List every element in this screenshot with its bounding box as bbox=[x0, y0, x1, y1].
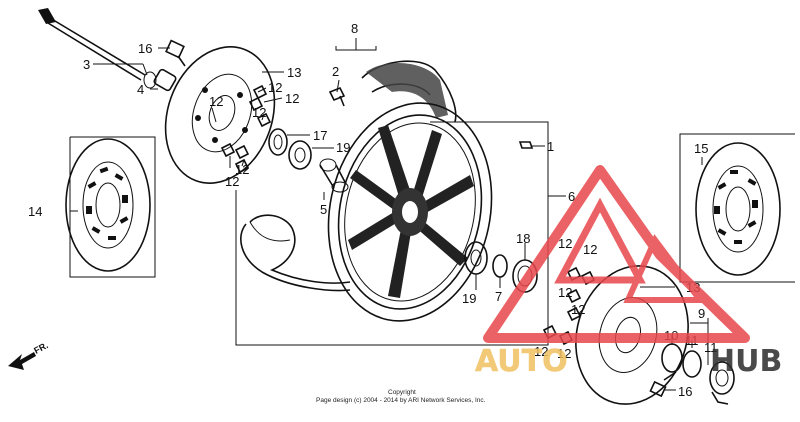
tire bbox=[240, 60, 457, 292]
upper-disc-bolts bbox=[220, 84, 272, 174]
callout-15: 15 bbox=[694, 141, 708, 156]
callout-13-top: 13 bbox=[287, 65, 301, 80]
callout-12-k: 12 bbox=[534, 344, 548, 359]
callout-2: 2 bbox=[332, 64, 339, 79]
callout-18: 18 bbox=[516, 231, 530, 246]
callout-11-b: 11 bbox=[704, 340, 718, 355]
callout-12-e: 12 bbox=[225, 174, 239, 189]
watermark-text-left: AUTO bbox=[475, 344, 568, 379]
callout-9: 9 bbox=[698, 306, 705, 321]
axle-nut bbox=[153, 68, 177, 92]
copyright-line-2: Page design (c) 2004 - 2014 by ARI Netwo… bbox=[316, 397, 486, 404]
callout-12-l: 12 bbox=[557, 346, 571, 361]
callout-12-b: 12 bbox=[268, 80, 282, 95]
callout-14: 14 bbox=[28, 204, 42, 219]
bolt-16-top bbox=[165, 39, 186, 67]
callout-3: 3 bbox=[83, 57, 90, 72]
callout-17: 17 bbox=[313, 128, 327, 143]
callout-12-h: 12 bbox=[583, 242, 597, 257]
front-axle bbox=[38, 8, 157, 89]
callout-7: 7 bbox=[495, 289, 502, 304]
copyright-notice: Copyright Page design (c) 2004 - 2014 by… bbox=[316, 389, 486, 404]
callout-6: 6 bbox=[568, 189, 575, 204]
callout-12-g: 12 bbox=[558, 236, 572, 251]
callout-12-f: 12 bbox=[235, 162, 249, 177]
callout-12-i: 12 bbox=[558, 285, 572, 300]
left-brake-disc-box bbox=[65, 136, 156, 278]
bolt-16-lower bbox=[649, 371, 677, 398]
fr-label: FR. bbox=[32, 340, 49, 356]
dust-seal-7 bbox=[492, 254, 508, 278]
watermark-text-right: HUB bbox=[710, 344, 782, 379]
callout-4: 4 bbox=[137, 82, 144, 97]
distance-collar bbox=[319, 158, 349, 193]
right-brake-disc-box bbox=[679, 133, 795, 283]
speedometer-gearbox bbox=[661, 343, 735, 405]
callout-12-a: 12 bbox=[209, 94, 223, 109]
callout-12-d: 12 bbox=[252, 105, 266, 120]
callout-16-top: 16 bbox=[138, 41, 152, 56]
autohub-watermark: AUTO HUB bbox=[475, 165, 782, 379]
callout-1: 1 bbox=[547, 139, 554, 154]
upper-brake-disc bbox=[164, 46, 276, 184]
callout-19-bottom: 19 bbox=[462, 291, 476, 306]
callout-12-c: 12 bbox=[285, 91, 299, 106]
front-direction-marker: FR. bbox=[8, 340, 50, 370]
bearing-17 bbox=[268, 128, 288, 156]
valve bbox=[328, 86, 346, 107]
cast-wheel bbox=[327, 102, 493, 322]
callout-8: 8 bbox=[351, 21, 358, 36]
callout-5: 5 bbox=[320, 202, 327, 217]
callout-12-j: 12 bbox=[571, 302, 585, 317]
callout-19-top: 19 bbox=[336, 140, 350, 155]
copyright-line-1: Copyright bbox=[388, 389, 416, 396]
callout-16-bottom: 16 bbox=[678, 384, 692, 399]
bearing-19-upper bbox=[288, 140, 312, 170]
balance-weight bbox=[518, 141, 534, 149]
